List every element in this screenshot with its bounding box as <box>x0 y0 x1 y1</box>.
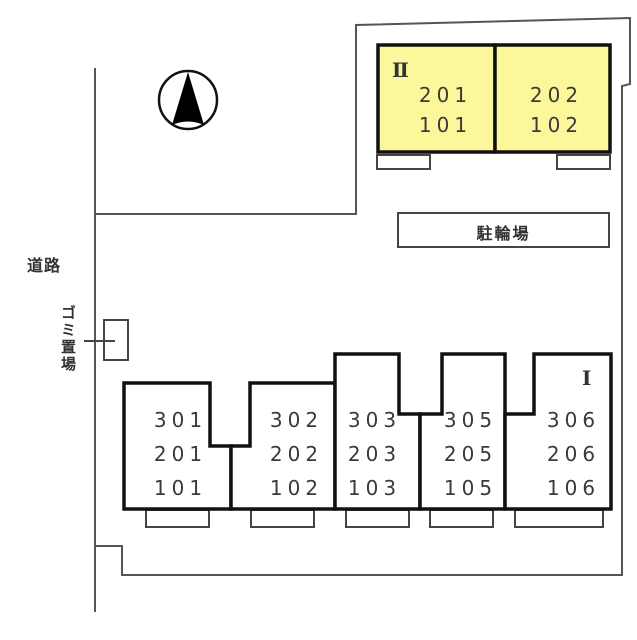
road-label: 道路 <box>27 256 62 275</box>
unit-number: 101 <box>418 113 473 137</box>
building-1 <box>122 352 613 528</box>
unit-number: 106 <box>546 476 601 500</box>
unit-number: 205 <box>443 442 498 466</box>
garbage-area-label: ゴミ置場 <box>59 305 77 373</box>
entrance-step <box>145 509 210 528</box>
unit-block <box>376 43 497 154</box>
unit-group: 305 205 105 <box>436 403 500 505</box>
site-boundary <box>95 16 631 576</box>
unit-number: 105 <box>443 476 498 500</box>
entrance-step <box>556 154 611 170</box>
entrance-step <box>429 509 494 528</box>
unit-number: 301 <box>153 408 208 432</box>
unit-number: 101 <box>153 476 208 500</box>
unit-number: 302 <box>269 408 324 432</box>
bicycle-parking-box <box>397 212 610 248</box>
entrance-step <box>376 154 431 170</box>
unit-group: 202 102 <box>524 80 584 140</box>
unit-number: 306 <box>546 408 601 432</box>
unit-group: 303 203 103 <box>340 403 404 505</box>
unit-group: 302 202 102 <box>262 403 326 505</box>
unit-block <box>493 43 612 154</box>
entrance-step <box>514 509 604 528</box>
unit-number: 103 <box>347 476 402 500</box>
unit-group: 306 206 106 <box>539 403 603 505</box>
unit-number: 202 <box>269 442 324 466</box>
entrance-step <box>250 509 315 528</box>
unit-number: 206 <box>546 442 601 466</box>
building-1-number: Ⅰ <box>582 366 592 390</box>
unit-group: 201 101 <box>413 80 473 140</box>
bicycle-parking-label: 駐輪場 <box>476 224 531 243</box>
unit-block <box>503 352 613 511</box>
building-2-number: Ⅱ <box>392 58 409 82</box>
building-2 <box>376 43 612 170</box>
north-arrow-icon <box>157 69 219 131</box>
unit-number: 202 <box>529 83 584 107</box>
unit-number: 303 <box>347 408 402 432</box>
unit-number: 203 <box>347 442 402 466</box>
unit-number: 102 <box>269 476 324 500</box>
unit-number: 305 <box>443 408 498 432</box>
unit-number: 201 <box>418 83 473 107</box>
entrance-step <box>345 509 410 528</box>
unit-group: 301 201 101 <box>146 403 210 505</box>
unit-number: 102 <box>529 113 584 137</box>
unit-number: 201 <box>153 442 208 466</box>
